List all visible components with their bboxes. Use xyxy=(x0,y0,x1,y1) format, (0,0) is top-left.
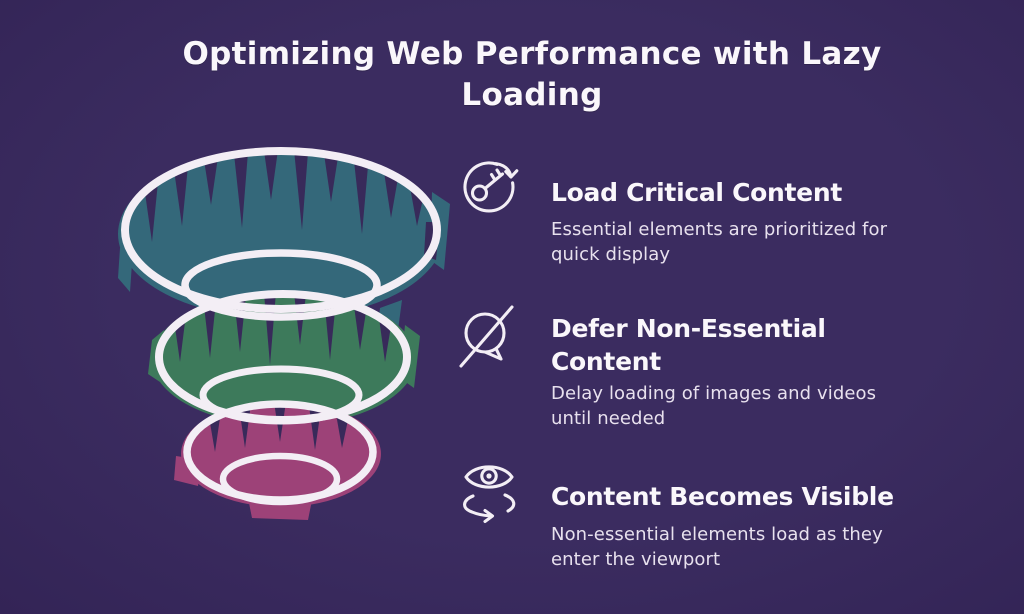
section-1-body-line-1: Essential elements are prioritized for xyxy=(551,219,888,240)
section-2-text: Defer Non-Essential Content Delay loadin… xyxy=(551,312,941,431)
tier-bottom-mouth-outline xyxy=(219,452,341,506)
section-1-body-line-2: quick display xyxy=(551,244,671,265)
section-3-text: Content Becomes Visible Non-essential el… xyxy=(551,480,941,572)
funnel-diagram xyxy=(80,130,500,530)
section-2-body: Delay loading of images and videos until… xyxy=(551,381,941,431)
eye-rotate-icon xyxy=(459,456,519,528)
section-2-body-line-1: Delay loading of images and videos xyxy=(551,383,877,404)
tier-middle-mouth-outline xyxy=(199,365,363,425)
key-refresh-icon xyxy=(460,157,520,221)
chat-disabled-icon xyxy=(458,302,518,374)
section-2-body-line-2: until needed xyxy=(551,408,666,429)
section-1-heading: Load Critical Content xyxy=(551,178,842,207)
funnel-outlines xyxy=(121,147,441,506)
section-1-text: Load Critical Content Essential elements… xyxy=(551,176,941,267)
section-1-body: Essential elements are prioritized for q… xyxy=(551,217,941,267)
tier-top-outline xyxy=(121,147,441,313)
funnel-svg xyxy=(118,147,450,520)
tier-top-mouth-outline xyxy=(181,249,381,321)
section-3-body-line-1: Non-essential elements load as they xyxy=(551,524,883,545)
page-title-line-2: Loading xyxy=(461,77,603,113)
section-2-heading-line-2: Content xyxy=(551,347,661,376)
section-2-heading-line-1: Defer Non-Essential xyxy=(551,314,826,343)
section-3-heading: Content Becomes Visible xyxy=(551,482,894,511)
section-2-heading: Defer Non-Essential Content xyxy=(551,312,941,378)
section-3-body-line-2: enter the viewport xyxy=(551,549,721,570)
section-3-body: Non-essential elements load as they ente… xyxy=(551,522,941,572)
page-title-line-1: Optimizing Web Performance with Lazy xyxy=(182,36,882,72)
page-title: Optimizing Web Performance with Lazy Loa… xyxy=(40,34,1024,116)
